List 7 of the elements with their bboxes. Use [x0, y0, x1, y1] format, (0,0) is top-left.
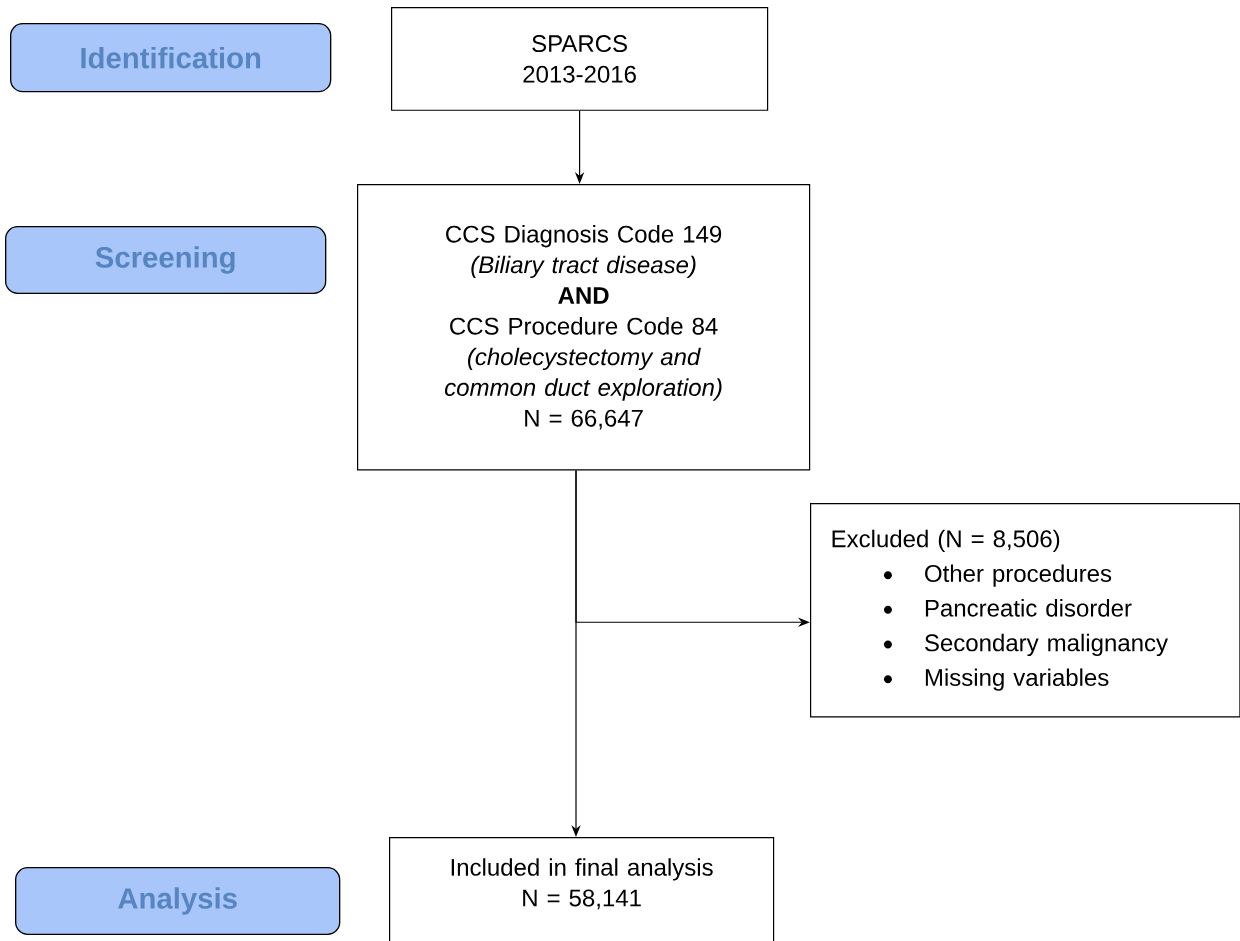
process-box: SPARCS 2013-2016 [391, 7, 769, 111]
stage-label: Identification [10, 23, 332, 93]
stage-label: Screening [5, 226, 327, 294]
process-box: Included in final analysis N = 58,141 [389, 837, 775, 941]
exclusion-box: Excluded (N = 8,506) Other procedures Pancreatic disorder Secondary malignancy Missing variables [810, 503, 1240, 718]
stage-label: Analysis [15, 867, 341, 935]
process-box: CCS Diagnosis Code 149 (Biliary tract disease) AND CCS Procedure Code 84 (cholecystectomy and common duct exploration) N = 66,647 [357, 184, 811, 471]
